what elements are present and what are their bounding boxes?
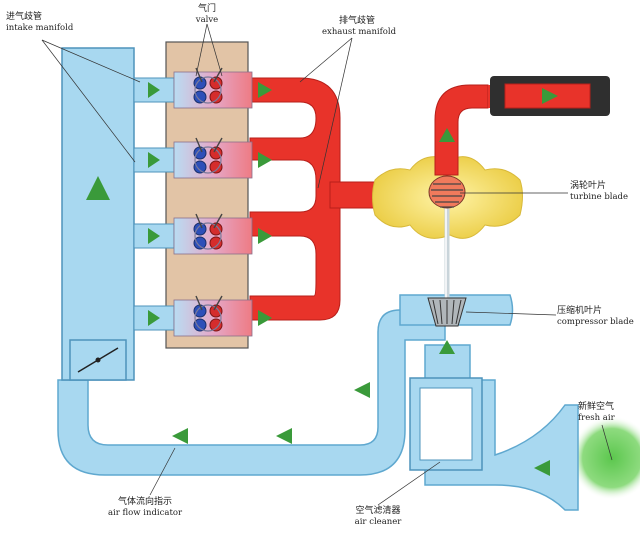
label-air-cleaner-en: air cleaner <box>354 517 402 527</box>
flow-arrow-runner-3 <box>148 228 160 244</box>
air-cleaner-filter <box>419 387 473 461</box>
compressor-wheel <box>427 297 467 327</box>
label-exhaust-manifold-en: exhaust manifold <box>322 27 397 37</box>
label-compressor-blade-zh: 压缩机叶片 <box>557 306 603 316</box>
turbine-wheel <box>428 175 466 209</box>
label-intake-manifold: 进气歧管 intake manifold <box>6 12 73 34</box>
label-exhaust-manifold: 排气歧管 exhaust manifold <box>322 16 397 38</box>
label-intake-manifold-zh: 进气歧管 <box>6 12 43 22</box>
leader-lines <box>41 23 613 506</box>
flow-arrow-runner-4 <box>148 310 160 326</box>
label-fresh-air-en: fresh air <box>578 413 615 423</box>
valve-cluster-4 <box>193 295 223 332</box>
label-intake-manifold-en: intake manifold <box>6 23 74 33</box>
flow-arrow-runner-1 <box>148 82 160 98</box>
flow-arrow-exhaust-up <box>439 128 455 142</box>
label-valve: 气门 valve <box>190 4 224 26</box>
label-turbine-blade: 涡轮叶片 turbine blade <box>570 181 628 203</box>
label-air-flow-indicator: 气体流向指示 air flow indicator <box>95 497 195 519</box>
flow-arrow-exhaust-2 <box>258 152 272 168</box>
flow-arrow-fresh-air <box>534 460 550 476</box>
flow-arrow-return-duct <box>354 382 370 398</box>
flow-arrow-exhaust-1 <box>258 82 272 98</box>
valve-cluster-2 <box>193 137 223 174</box>
label-air-cleaner-zh: 空气滤清器 <box>355 506 401 516</box>
label-valve-zh: 气门 <box>197 4 216 14</box>
label-exhaust-manifold-zh: 排气歧管 <box>338 16 375 26</box>
flow-arrow-bottom-2 <box>276 428 292 444</box>
label-turbine-blade-en: turbine blade <box>570 192 629 202</box>
flow-arrow-compressor <box>439 340 455 354</box>
label-air-flow-indicator-en: air flow indicator <box>107 508 183 518</box>
flow-arrow-bottom-1 <box>172 428 188 444</box>
valve-cluster-3 <box>193 213 223 250</box>
label-turbine-blade-zh: 涡轮叶片 <box>570 181 607 191</box>
label-compressor-blade-en: compressor blade <box>557 317 634 327</box>
exhaust-manifold <box>249 77 341 321</box>
label-air-cleaner: 空气滤清器 air cleaner <box>340 506 416 528</box>
flow-arrow-exhaust-4 <box>258 310 272 326</box>
flow-arrows <box>86 82 558 476</box>
flow-arrow-exhaust-3 <box>258 228 272 244</box>
intake-return-duct <box>57 309 446 476</box>
label-fresh-air-zh: 新鲜空气 <box>578 402 615 412</box>
flow-arrow-muffler <box>542 88 558 104</box>
label-compressor-blade: 压缩机叶片 compressor blade <box>557 306 634 328</box>
fresh-air-cloud <box>570 416 640 500</box>
flow-arrow-plenum <box>86 176 110 200</box>
intake-plenum <box>61 47 135 381</box>
flow-arrow-runner-2 <box>148 152 160 168</box>
throttle-pivot <box>95 357 101 363</box>
label-fresh-air: 新鲜空气 fresh air <box>578 402 615 424</box>
label-air-flow-indicator-zh: 气体流向指示 <box>117 497 172 507</box>
label-valve-en: valve <box>195 15 219 25</box>
valves <box>193 67 223 332</box>
